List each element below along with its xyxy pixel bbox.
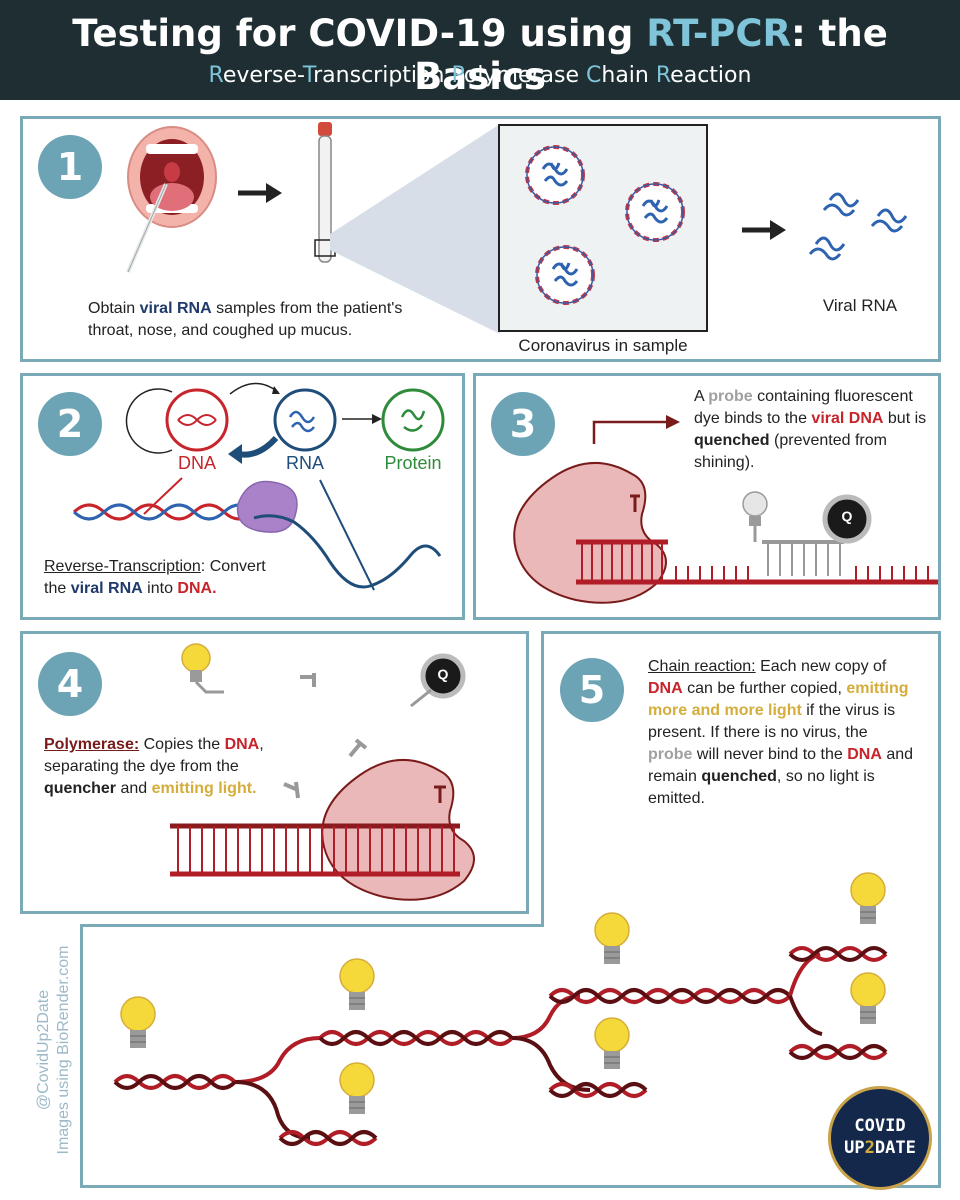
sample-tube-icon bbox=[314, 122, 336, 263]
step-2-number: 2 bbox=[38, 392, 102, 456]
lit-bulb-icon bbox=[339, 958, 375, 1010]
cut-probe-icon bbox=[300, 673, 316, 687]
step-4-description: Polymerase: Copies the DNA, separating t… bbox=[44, 736, 264, 797]
arrow-right-icon bbox=[742, 220, 786, 240]
covid-up2date-logo: COVID UP2DATE bbox=[828, 1086, 932, 1190]
polymerase-blob-icon bbox=[513, 462, 667, 604]
viral-rna-label: Viral RNA bbox=[822, 296, 898, 315]
quencher-label: Q bbox=[437, 666, 449, 682]
twitter-handle: @CovidUp2Date bbox=[35, 989, 52, 1111]
dna-label: DNA bbox=[177, 453, 216, 473]
step-4-number: 4 bbox=[38, 652, 102, 716]
dna-strand-ladder bbox=[576, 539, 938, 585]
cut-probe-icon bbox=[348, 738, 368, 758]
page-title: Testing for COVID-19 using RT-PCR: the B… bbox=[72, 12, 888, 98]
rna-label: RNA bbox=[285, 453, 324, 473]
quencher-label: Q bbox=[841, 508, 853, 524]
step-1-number: 1 bbox=[38, 135, 102, 199]
lit-bulb-icon bbox=[339, 1062, 375, 1114]
rna-circle-icon bbox=[273, 388, 337, 452]
dna-circle-icon bbox=[165, 388, 229, 452]
coronavirus-icon bbox=[625, 182, 685, 242]
lit-bulb-icon bbox=[594, 912, 630, 964]
lit-bulb-icon bbox=[850, 872, 886, 924]
coronavirus-icon bbox=[525, 145, 585, 205]
unlit-bulb-icon bbox=[742, 491, 768, 542]
step-1-description: Obtain viral RNA samples from the patien… bbox=[88, 300, 403, 339]
open-mouth-swab-icon bbox=[126, 126, 217, 273]
coronavirus-sample-label: Coronavirus in sample bbox=[518, 336, 688, 355]
coronavirus-icon bbox=[535, 245, 595, 305]
page-subtitle: Reverse-Transcription Polymerase Chain R… bbox=[208, 63, 752, 88]
lit-bulb-icon bbox=[181, 643, 224, 694]
step-5-description: Chain reaction: Each new copy of DNA can… bbox=[648, 658, 914, 807]
lit-bulb-icon bbox=[594, 1017, 630, 1069]
step-3-description: A probe containing fluorescent dye binds… bbox=[694, 388, 927, 471]
quencher-q-icon bbox=[410, 653, 466, 708]
reverse-transcription-illustration bbox=[72, 477, 442, 591]
image-credit: @CovidUp2Date Images using BioRender.com bbox=[24, 940, 84, 1180]
pointer-arrow-icon bbox=[592, 415, 680, 444]
step-2-description: Reverse-Transcription: Convert the viral… bbox=[44, 558, 266, 597]
lit-bulb-icon bbox=[850, 972, 886, 1024]
header-bar: Testing for COVID-19 using RT-PCR: the B… bbox=[0, 0, 960, 100]
quencher-q-icon bbox=[822, 494, 872, 544]
arrow-right-icon bbox=[342, 414, 382, 424]
circular-arrow-icon bbox=[125, 388, 173, 454]
viral-rna-icon bbox=[808, 192, 908, 261]
reverse-transcription-arrow-icon bbox=[228, 435, 279, 464]
step-3-number: 3 bbox=[491, 392, 555, 456]
cut-probe-icon bbox=[283, 781, 300, 799]
protein-circle-icon bbox=[381, 388, 445, 452]
dna-strand-ladder bbox=[170, 823, 460, 877]
magnification-cone bbox=[330, 124, 500, 334]
chain-reaction-dna-illustration bbox=[113, 946, 888, 1146]
arc-arrow-icon bbox=[229, 382, 280, 395]
step-5-number: 5 bbox=[560, 658, 624, 722]
polymerase-blob-icon bbox=[321, 759, 475, 901]
protein-label: Protein bbox=[384, 453, 442, 473]
arrow-right-icon bbox=[238, 183, 282, 203]
lit-bulb-icon bbox=[120, 996, 156, 1048]
biorender-credit: Images using BioRender.com bbox=[55, 945, 72, 1155]
